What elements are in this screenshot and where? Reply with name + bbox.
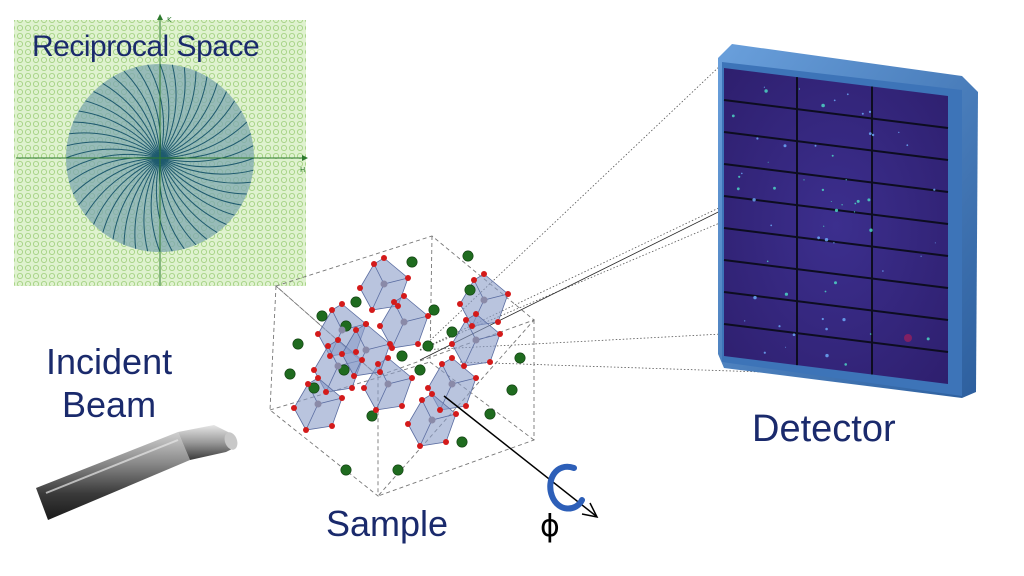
h-axis-label: H bbox=[300, 166, 305, 174]
detector bbox=[718, 44, 978, 398]
h-axis-arrow bbox=[302, 155, 308, 161]
detector-label: Detector bbox=[752, 408, 896, 450]
detector-face bbox=[724, 68, 948, 384]
incident-beam-label-line1: Incident bbox=[46, 341, 173, 382]
radial-spokes bbox=[65, 63, 255, 253]
atoms bbox=[284, 250, 526, 476]
rotation-icon bbox=[547, 463, 585, 512]
incident-beam-label-line2: Beam bbox=[62, 384, 157, 426]
incident-beam-collimator bbox=[36, 425, 238, 520]
k-axis-label: K bbox=[167, 16, 172, 24]
phi-symbol: ϕ bbox=[540, 509, 560, 544]
reciprocal-space-title: Reciprocal Space bbox=[32, 30, 260, 63]
k-axis-arrow bbox=[157, 14, 163, 20]
incident-beam-label: Incident Beam bbox=[46, 340, 172, 426]
sample-crystal bbox=[269, 235, 535, 497]
sample-label: Sample bbox=[326, 503, 449, 544]
rotation-axis-arrowhead bbox=[581, 502, 599, 519]
rotation-axis-arrow bbox=[443, 395, 597, 517]
